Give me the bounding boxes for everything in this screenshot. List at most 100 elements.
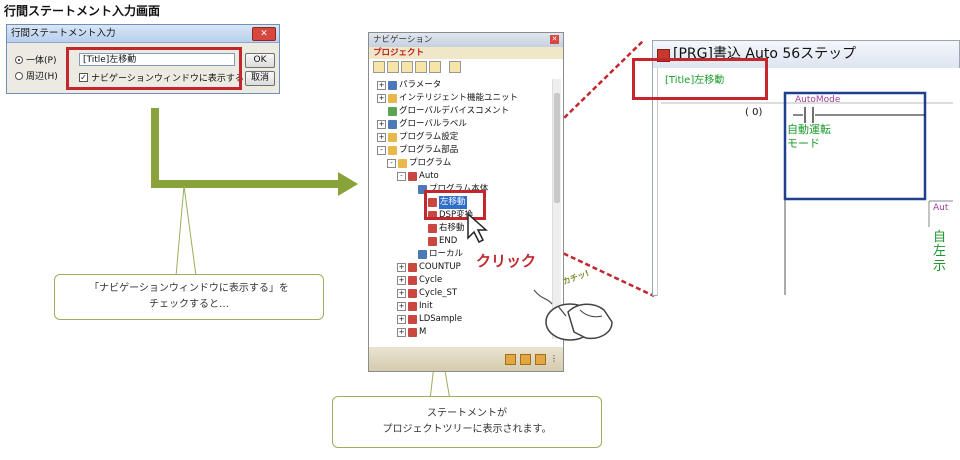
- tree-item-label: LDSample: [419, 314, 463, 324]
- nav-close-icon[interactable]: ✕: [550, 35, 559, 44]
- ok-button[interactable]: OK: [245, 53, 275, 68]
- tree-item[interactable]: +M: [397, 326, 426, 339]
- close-icon[interactable]: ✕: [252, 27, 276, 41]
- tree-item[interactable]: プログラム本体: [407, 183, 488, 196]
- step-number: ( 0): [745, 107, 763, 118]
- expand-icon[interactable]: +: [397, 315, 406, 324]
- tree-item[interactable]: +Init: [397, 300, 433, 313]
- tree-item[interactable]: ローカル: [407, 248, 463, 261]
- ladder-window: [PRG]書込 Auto 56ステップ [Title]左移動 ( 0) Auto…: [652, 40, 960, 296]
- right-comment: 自 左 示: [933, 230, 947, 274]
- statement-dialog: 行間ステートメント入力 ✕ 一体(P) 周辺(H) [Title]左移動 ✓ ナ…: [6, 24, 280, 94]
- navigation-window: ナビゲーション ✕ プロジェクト + パラメータ + インテリジェント機能ユニットグロ…: [368, 32, 564, 372]
- page-heading: 行間ステートメント入力画面: [4, 4, 161, 18]
- tree-item-label: インテリジェント機能ユニット: [399, 93, 519, 103]
- user-library-icon[interactable]: [520, 354, 531, 365]
- device-comment: 自動運転 モード: [787, 123, 831, 152]
- expand-icon[interactable]: +: [377, 120, 386, 129]
- zoom-line-top: [483, 39, 645, 197]
- copy-icon[interactable]: [415, 61, 427, 73]
- nav-scroll-thumb[interactable]: [554, 93, 560, 203]
- mouse-hand-icon: [533, 289, 613, 341]
- tree-node-icon: [418, 250, 427, 259]
- tree-item-label: DSP変換: [439, 210, 474, 220]
- radio-peripheral-label: 周辺(H): [26, 72, 58, 82]
- tree-item[interactable]: 左移動: [417, 196, 467, 209]
- tree-item-label: 左移動: [439, 196, 467, 209]
- tree-item-label: COUNTUP: [419, 262, 461, 272]
- tree-item[interactable]: + インテリジェント機能ユニット: [377, 92, 518, 105]
- contact-label: AutoMode: [795, 95, 841, 105]
- tree-item[interactable]: + パラメータ: [377, 79, 441, 92]
- collapse-icon[interactable]: -: [397, 172, 406, 181]
- nav-project-header: プロジェクト: [369, 47, 563, 59]
- new-icon[interactable]: [373, 61, 385, 73]
- tree-item-label: パラメータ: [399, 80, 442, 90]
- tree-item[interactable]: + Cycle_ST: [397, 287, 457, 300]
- tree-item[interactable]: -プログラム部品: [377, 144, 458, 157]
- connection-icon[interactable]: [535, 354, 546, 365]
- project-view-icon[interactable]: [505, 354, 516, 365]
- tree-item[interactable]: グローバルデバイスコメント: [377, 105, 509, 118]
- tree-item[interactable]: 右移動: [417, 222, 465, 235]
- show-in-nav-checkbox[interactable]: ✓ ナビゲーションウィンドウに表示する: [79, 71, 244, 84]
- nav-title: ナビゲーション: [369, 33, 563, 47]
- tree-node-icon: [428, 198, 437, 207]
- ladder-highlight-box: [632, 58, 768, 100]
- tree-node-icon: [408, 172, 417, 181]
- tree-item-label: Cycle_ST: [419, 288, 458, 298]
- tree-item-label: M: [419, 327, 427, 337]
- expand-icon[interactable]: +: [377, 133, 386, 142]
- collapse-icon[interactable]: -: [377, 146, 386, 155]
- comment-line1: 自動運転: [787, 123, 831, 136]
- expand-icon[interactable]: +: [397, 289, 406, 298]
- ladder-title: [PRG]書込 Auto 56ステップ: [653, 41, 959, 68]
- expand-icon[interactable]: +: [377, 94, 386, 103]
- tree-item[interactable]: END: [417, 235, 457, 248]
- expand-icon[interactable]: +: [397, 302, 406, 311]
- tree-node-icon: [408, 315, 417, 324]
- delete-icon[interactable]: [429, 61, 441, 73]
- tree-item[interactable]: + LDSample: [397, 313, 462, 326]
- tree-item[interactable]: - Auto: [397, 170, 439, 183]
- tree-item[interactable]: + COUNTUP: [397, 261, 461, 274]
- expand-icon[interactable]: +: [397, 263, 406, 272]
- tree-item[interactable]: +プログラム設定: [377, 131, 458, 144]
- radio-selected-icon: [15, 55, 23, 64]
- radio-integrated[interactable]: 一体(P): [15, 53, 56, 66]
- expand-icon[interactable]: +: [397, 276, 406, 285]
- sort-icon[interactable]: [449, 61, 461, 73]
- tree-item[interactable]: DSP変換: [417, 209, 473, 222]
- tree-item-label: プログラム: [409, 158, 452, 168]
- statement-input[interactable]: [Title]左移動: [79, 53, 235, 66]
- tree-item[interactable]: +グローバルラベル: [377, 118, 467, 131]
- right-comment-1: 自: [933, 230, 947, 245]
- ladder-drawing: [661, 91, 953, 295]
- tree-item-label: Auto: [419, 171, 439, 181]
- tree-item[interactable]: - プログラム: [387, 157, 451, 170]
- l-arrow-head: [338, 172, 358, 196]
- right-comment-2: 左: [933, 244, 947, 260]
- cancel-button[interactable]: 取消: [245, 71, 275, 86]
- tree-item-label: Cycle: [419, 275, 443, 285]
- collapse-icon[interactable]: -: [387, 159, 396, 168]
- checkbox-checked-icon: ✓: [79, 73, 88, 82]
- tree-node-icon: [408, 263, 417, 272]
- right-comment-3: 示: [933, 258, 947, 274]
- open-icon[interactable]: [387, 61, 399, 73]
- tree-node-icon: [388, 120, 397, 129]
- dialog-highlight-box: [66, 47, 242, 90]
- tree-highlight-box: [424, 190, 486, 220]
- nav-scrollbar[interactable]: [552, 79, 561, 339]
- radio-unselected-icon: [15, 71, 23, 80]
- tree-item[interactable]: + Cycle: [397, 274, 442, 287]
- tree-node-icon: [408, 289, 417, 298]
- expand-icon[interactable]: +: [397, 328, 406, 337]
- ladder-grid[interactable]: [657, 68, 960, 296]
- more-icon[interactable]: ⋮: [550, 354, 558, 363]
- radio-peripheral[interactable]: 周辺(H): [15, 69, 58, 82]
- expand-icon[interactable]: +: [377, 81, 386, 90]
- tree-item-label: END: [439, 236, 458, 246]
- tree-item-label: プログラム本体: [429, 184, 489, 194]
- folder-icon[interactable]: [401, 61, 413, 73]
